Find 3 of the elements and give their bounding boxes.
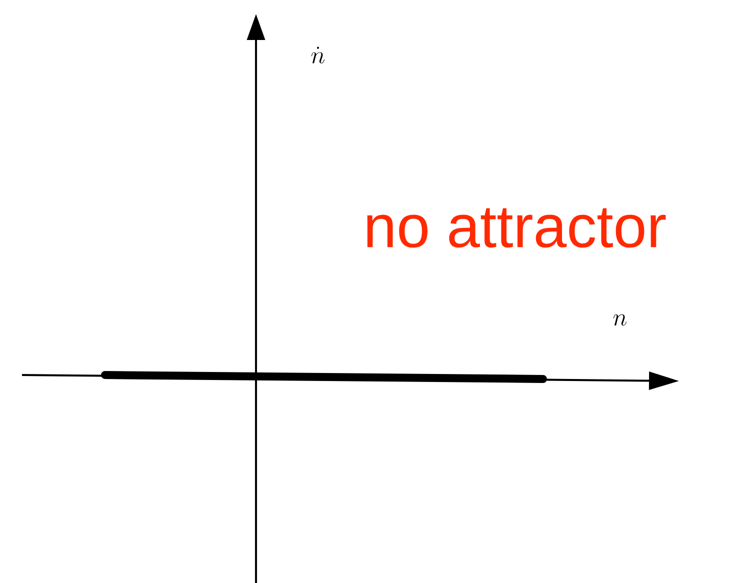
- axis-label: $\dot{n}$: [311, 46, 325, 64]
- axis-label: $n$: [613, 314, 627, 326]
- annotation-text: no attractor: [367, 208, 666, 248]
